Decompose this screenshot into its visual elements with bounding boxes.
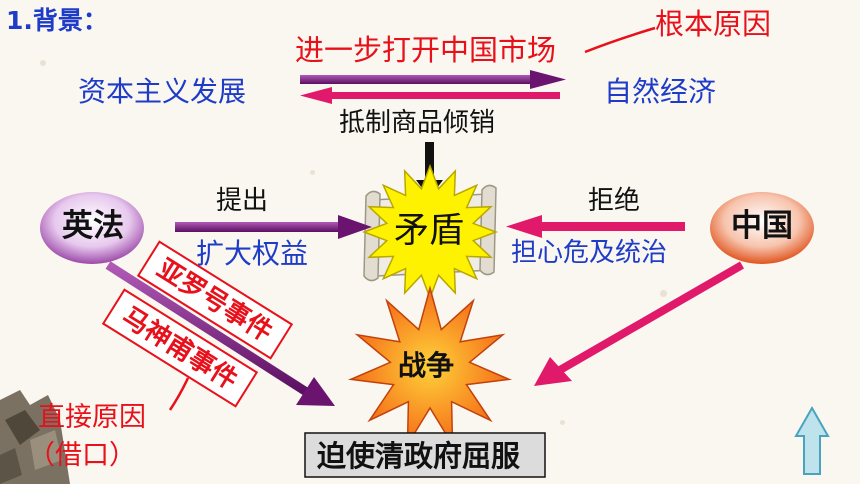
pretext-label: （借口） [28, 440, 136, 471]
britain-france-arrow [175, 215, 372, 239]
top-right-arrow [300, 70, 566, 89]
outcome-label: 迫使清政府屈服 [317, 439, 521, 473]
up-arrow-icon[interactable] [794, 405, 830, 475]
expand-rights-label: 扩大权益 [196, 237, 309, 270]
bg-speckle [660, 290, 667, 297]
resist-dumping-label: 抵制商品倾销 [339, 108, 496, 138]
china-diagonal-arrow [534, 261, 744, 386]
bg-speckle [40, 60, 46, 66]
propose-label: 提出 [216, 186, 269, 216]
china-label: 中国 [731, 208, 793, 244]
capitalism-label: 资本主义发展 [78, 75, 247, 108]
contradiction-label: 矛盾 [394, 211, 465, 251]
rubble-decoration [0, 390, 70, 484]
china-arrow [506, 215, 685, 238]
war-burst [347, 285, 513, 448]
root-cause-label: 根本原因 [655, 7, 772, 41]
war-label: 战争 [398, 349, 455, 382]
bg-speckle [310, 170, 315, 175]
outcome-box [304, 432, 546, 478]
direct-cause-label: 直接原因 [38, 402, 146, 433]
fear-rule-label: 担心危及统治 [511, 238, 668, 268]
britain-france-label: 英法 [62, 208, 124, 244]
britain-france-diagonal-arrow [105, 261, 335, 406]
top-left-arrow [300, 87, 560, 104]
britain-france-node [40, 192, 144, 264]
refuse-label: 拒绝 [588, 186, 641, 216]
section-heading: 1.背景： [6, 6, 108, 35]
direct-cause-connector [168, 377, 190, 411]
natural-economy-label: 自然经济 [604, 75, 717, 108]
root-cause-connector [584, 26, 656, 54]
bg-speckle [560, 420, 565, 425]
market-label: 进一步打开中国市场 [295, 33, 557, 67]
china-node [710, 192, 814, 264]
